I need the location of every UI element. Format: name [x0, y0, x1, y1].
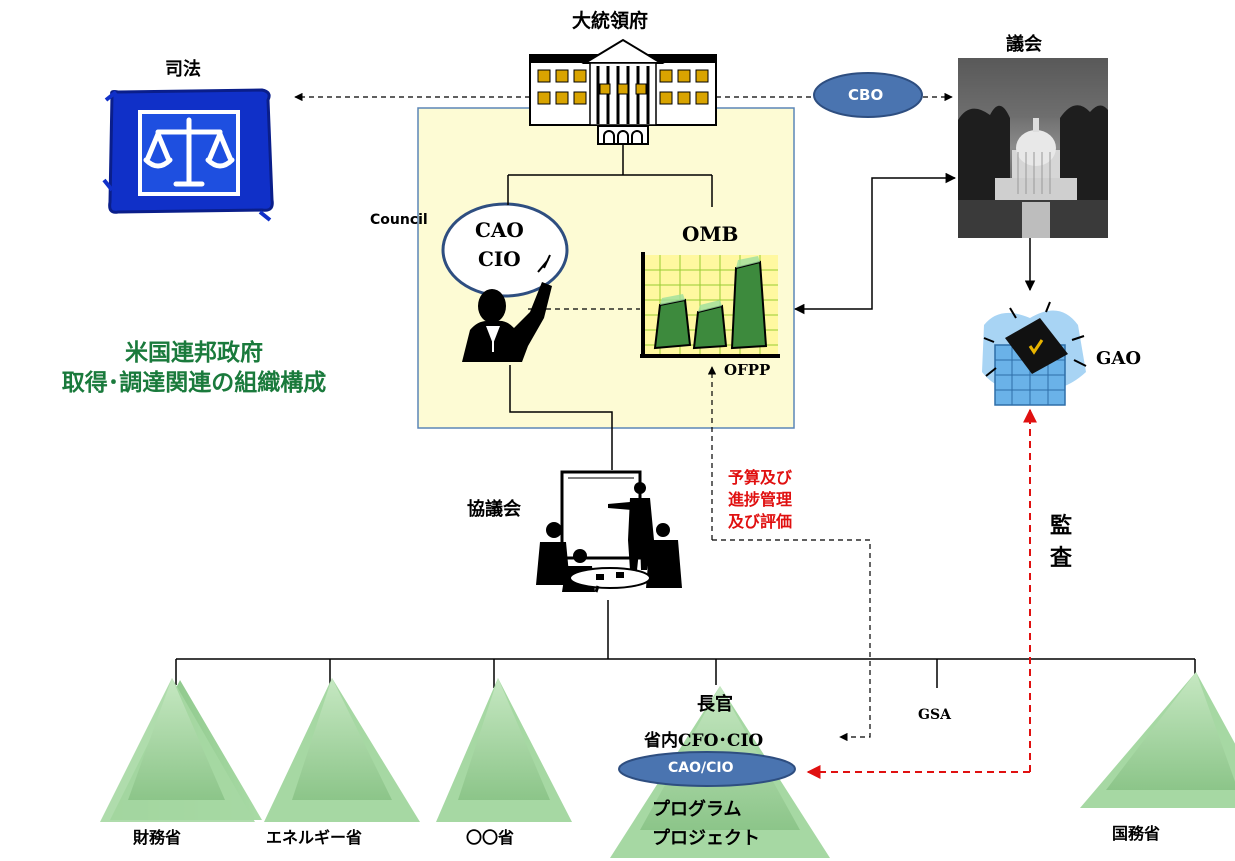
meeting-icon [536, 470, 682, 593]
gao-label: GAO [1096, 348, 1142, 369]
audit-label-1: 監 [1050, 514, 1073, 539]
gao-icon [982, 301, 1087, 406]
dept-oo: 〇〇省 [466, 828, 515, 847]
cio-label: CIO [478, 247, 521, 271]
audit-label-2: 査 [1050, 546, 1073, 571]
budget-label-3: 及び評価 [728, 512, 793, 531]
cao-cio-ellipse [618, 751, 796, 787]
kyogikai-label: 協議会 [467, 499, 521, 520]
pyramid-energy [264, 678, 420, 822]
budget-label-1: 予算及び [728, 468, 793, 487]
title-line-2: 取得･調達関連の組織構成 [61, 370, 327, 396]
dept-zaimusho: 財務省 [133, 828, 182, 847]
dept-kokumu: 国務省 [1112, 824, 1161, 843]
project-label: プロジェクト [652, 828, 760, 849]
white-house-icon [529, 38, 717, 145]
ofpp-label: OFPP [724, 361, 771, 379]
program-label: プログラム [652, 799, 742, 820]
diagram-title: 米国連邦政府 取得･調達関連の組織構成 [0, 338, 388, 398]
pyramid-kokumu [1080, 672, 1235, 808]
cbo-label: CBO [848, 86, 884, 104]
pyramid-oo [436, 678, 572, 822]
title-line-1: 米国連邦政府 [125, 340, 263, 366]
council-ellipse [441, 202, 569, 298]
council-label: Council [370, 212, 428, 228]
judiciary-label: 司法 [165, 59, 201, 80]
cao-label: CAO [475, 218, 524, 242]
cbo-ellipse [813, 72, 923, 118]
pyramid-zaimusho [100, 678, 262, 822]
gsa-label: GSA [918, 707, 951, 723]
shonai-label: 省内CFO･CIO [644, 731, 764, 751]
scales-icon [102, 88, 274, 222]
omb-chart-icon [640, 252, 780, 358]
omb-label: OMB [682, 222, 739, 246]
speaker-icon [462, 282, 552, 362]
budget-label-2: 進捗管理 [728, 490, 793, 509]
president-label: 大統領府 [572, 10, 649, 32]
cao-cio-label: CAO/CIO [668, 760, 734, 776]
chokan-label: 長官 [697, 694, 733, 715]
capitol-photo [958, 58, 1108, 239]
dept-energy: エネルギー省 [266, 828, 363, 847]
congress-label: 議会 [1006, 34, 1042, 55]
